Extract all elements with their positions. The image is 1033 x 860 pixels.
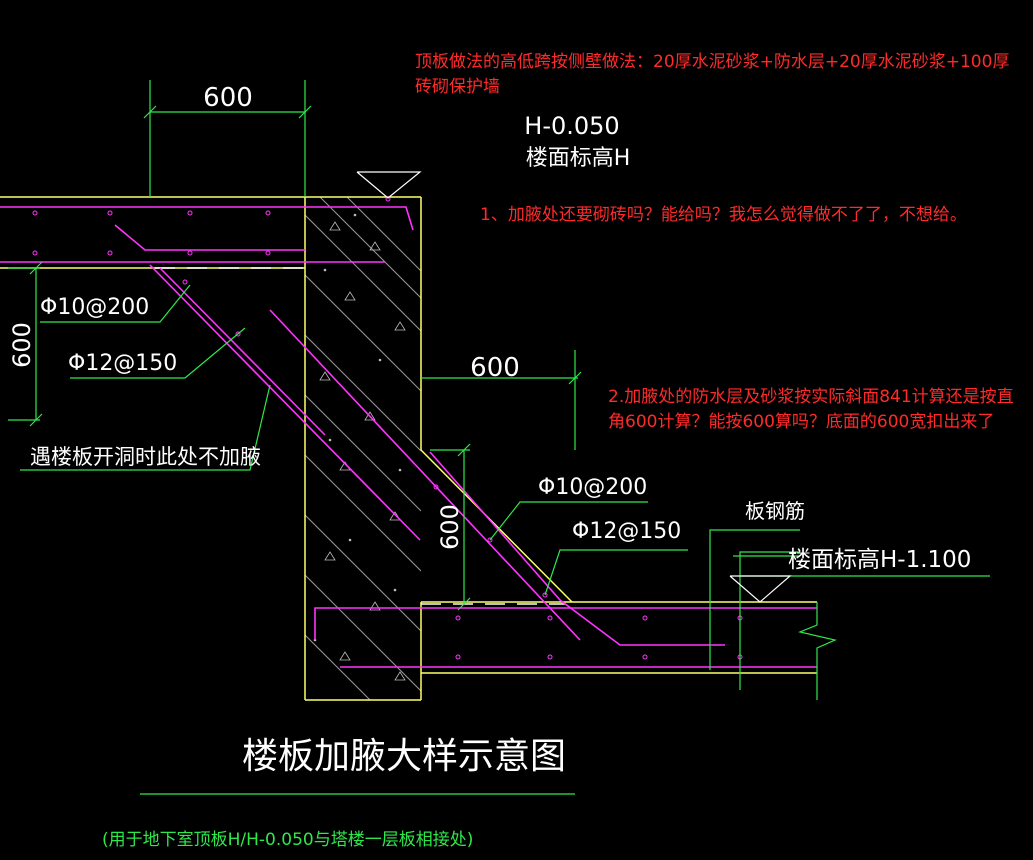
dim-mid-label: 600 bbox=[470, 353, 520, 383]
elevation-top-desc: 楼面标高H bbox=[526, 146, 631, 171]
note-question-2: 2.加腋处的防水层及砂浆按实际斜面841计算还是按直角600计算？能按600算吗… bbox=[608, 387, 1014, 432]
dim-lower-label: 600 bbox=[436, 504, 464, 550]
wall-hatch bbox=[305, 197, 421, 700]
elevation-marks bbox=[356, 171, 792, 603]
rebar-b-label: Φ12@150 bbox=[68, 351, 177, 376]
dim-top-label: 600 bbox=[203, 83, 253, 113]
opening-note: 遇楼板开洞时此处不加腋 bbox=[30, 445, 261, 469]
note-top: 顶板做法的高低跨按侧壁做法：20厚水泥砂浆+防水层+20厚水泥砂浆+100厚砖砌… bbox=[415, 52, 1010, 97]
drawing-subtitle: (用于地下室顶板H/H-0.050与塔楼一层板相接处) bbox=[102, 830, 473, 850]
elevation-low-label: 楼面标高H-1.100 bbox=[788, 547, 971, 573]
rebar-a-label: Φ10@200 bbox=[40, 295, 149, 320]
note-question-1: 1、加腋处还要砌砖吗？能给吗？我怎么觉得做不了了，不想给。 bbox=[480, 205, 967, 225]
elevation-top-value: H-0.050 bbox=[524, 112, 619, 140]
rebar-lines bbox=[0, 206, 817, 668]
slab-rebar-label: 板钢筋 bbox=[745, 499, 805, 523]
dim-left-label: 600 bbox=[8, 322, 36, 368]
rebar-c-label: Φ10@200 bbox=[538, 475, 647, 500]
dimension-lines bbox=[8, 80, 990, 795]
drawing-title: 楼板加腋大样示意图 bbox=[242, 736, 566, 777]
rebar-d-label: Φ12@150 bbox=[572, 519, 681, 544]
